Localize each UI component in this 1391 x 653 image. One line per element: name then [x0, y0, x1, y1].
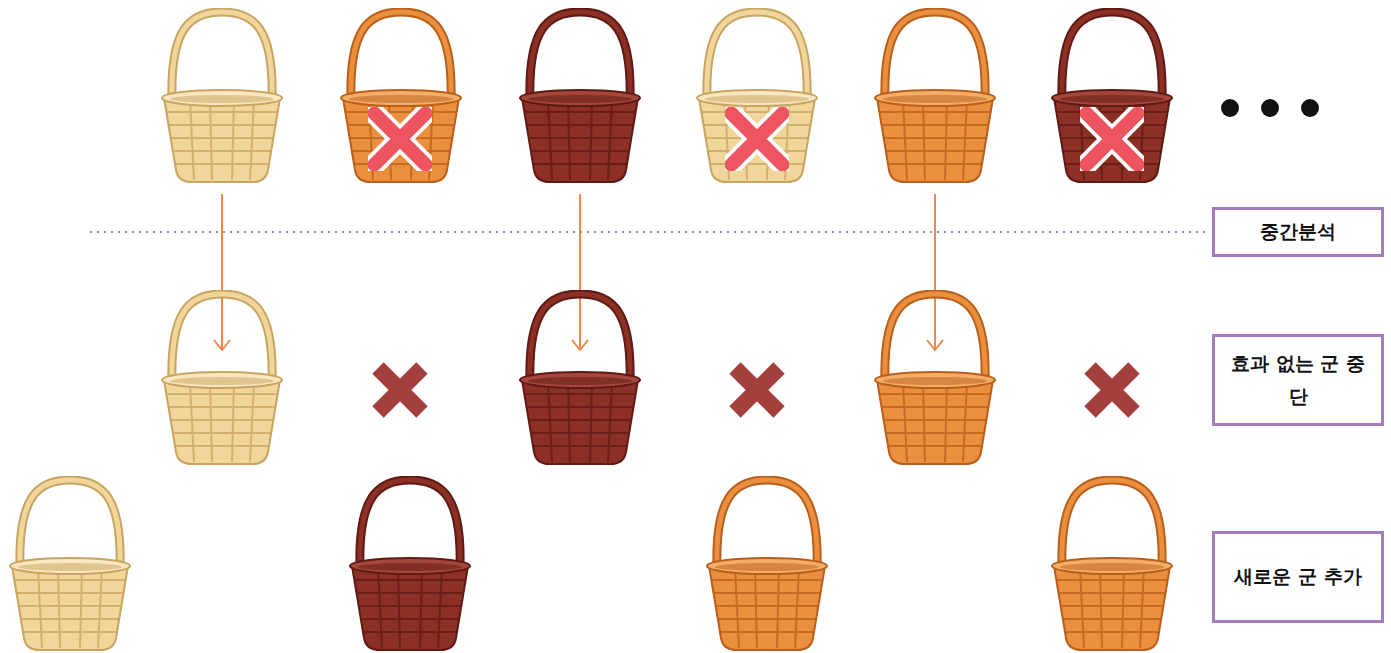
top-row	[162, 12, 1319, 182]
analysis-line	[90, 231, 1210, 233]
box-text: 효과 없는 군 중단	[1225, 347, 1371, 414]
continue-arrows	[214, 194, 943, 350]
label-box: 중간분석	[1212, 207, 1384, 257]
middle-row	[162, 294, 1134, 464]
label-box: 효과 없는 군 중단	[1212, 334, 1384, 426]
bottom-row	[10, 480, 1172, 650]
label-box: 새로운 군 추가	[1212, 531, 1384, 623]
box-text: 중간분석	[1260, 215, 1336, 248]
box-text: 새로운 군 추가	[1234, 560, 1361, 593]
